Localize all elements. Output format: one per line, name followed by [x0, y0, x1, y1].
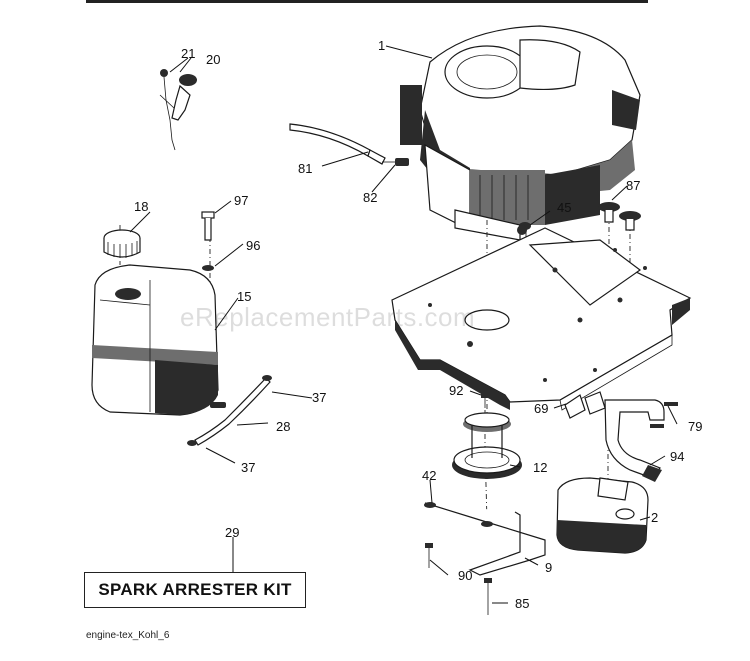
label-82: 82 — [363, 190, 377, 205]
label-29: 29 — [225, 525, 239, 540]
small-bolts-illustration — [425, 225, 527, 615]
dipstick-illustration — [159, 69, 197, 151]
leader-lines — [129, 45, 678, 604]
exhaust-parts-illustration — [564, 391, 678, 482]
bracket-illustration — [424, 502, 546, 576]
label-20: 20 — [206, 52, 220, 67]
label-94: 94 — [670, 449, 684, 464]
label-87: 87 — [626, 178, 640, 193]
label-85: 85 — [515, 596, 529, 611]
watermark: eReplacementParts.com — [180, 302, 476, 332]
part-number-labels: 1 2 12 15 18 20 21 28 29 37 37 42 45 69 … — [134, 38, 702, 611]
fuel-cap-illustration — [103, 229, 141, 258]
muffler-illustration — [556, 477, 649, 554]
label-42: 42 — [422, 468, 436, 483]
label-37-lower: 37 — [241, 460, 255, 475]
label-97: 97 — [234, 193, 248, 208]
bolt-washer-illustration — [201, 211, 215, 271]
top-border-line — [86, 0, 648, 3]
engine-illustration — [400, 25, 641, 241]
label-92: 92 — [449, 383, 463, 398]
label-2: 2 — [651, 510, 658, 525]
label-18: 18 — [134, 199, 148, 214]
label-96: 96 — [246, 238, 260, 253]
label-1: 1 — [378, 38, 385, 53]
fuel-tank-illustration — [91, 264, 226, 416]
knob-bolts-illustration — [598, 202, 641, 231]
diagram-caption: engine-tex_Kohl_6 — [86, 630, 170, 641]
label-15: 15 — [237, 289, 251, 304]
label-79: 79 — [688, 419, 702, 434]
engine-mount-plate — [391, 227, 692, 411]
label-37-upper: 37 — [312, 390, 326, 405]
label-28: 28 — [276, 419, 290, 434]
label-45: 45 — [557, 200, 571, 215]
label-9: 9 — [545, 560, 552, 575]
spark-arrester-kit-label: SPARK ARRESTER KIT — [98, 580, 292, 599]
label-21: 21 — [181, 46, 195, 61]
spark-arrester-kit-box: SPARK ARRESTER KIT — [84, 572, 306, 608]
label-12: 12 — [533, 460, 547, 475]
pulley-illustration — [452, 412, 522, 479]
label-90: 90 — [458, 568, 472, 583]
label-69: 69 — [534, 401, 548, 416]
breather-hose-illustration — [289, 123, 409, 166]
fuel-line-illustration — [187, 375, 272, 446]
label-81: 81 — [298, 161, 312, 176]
